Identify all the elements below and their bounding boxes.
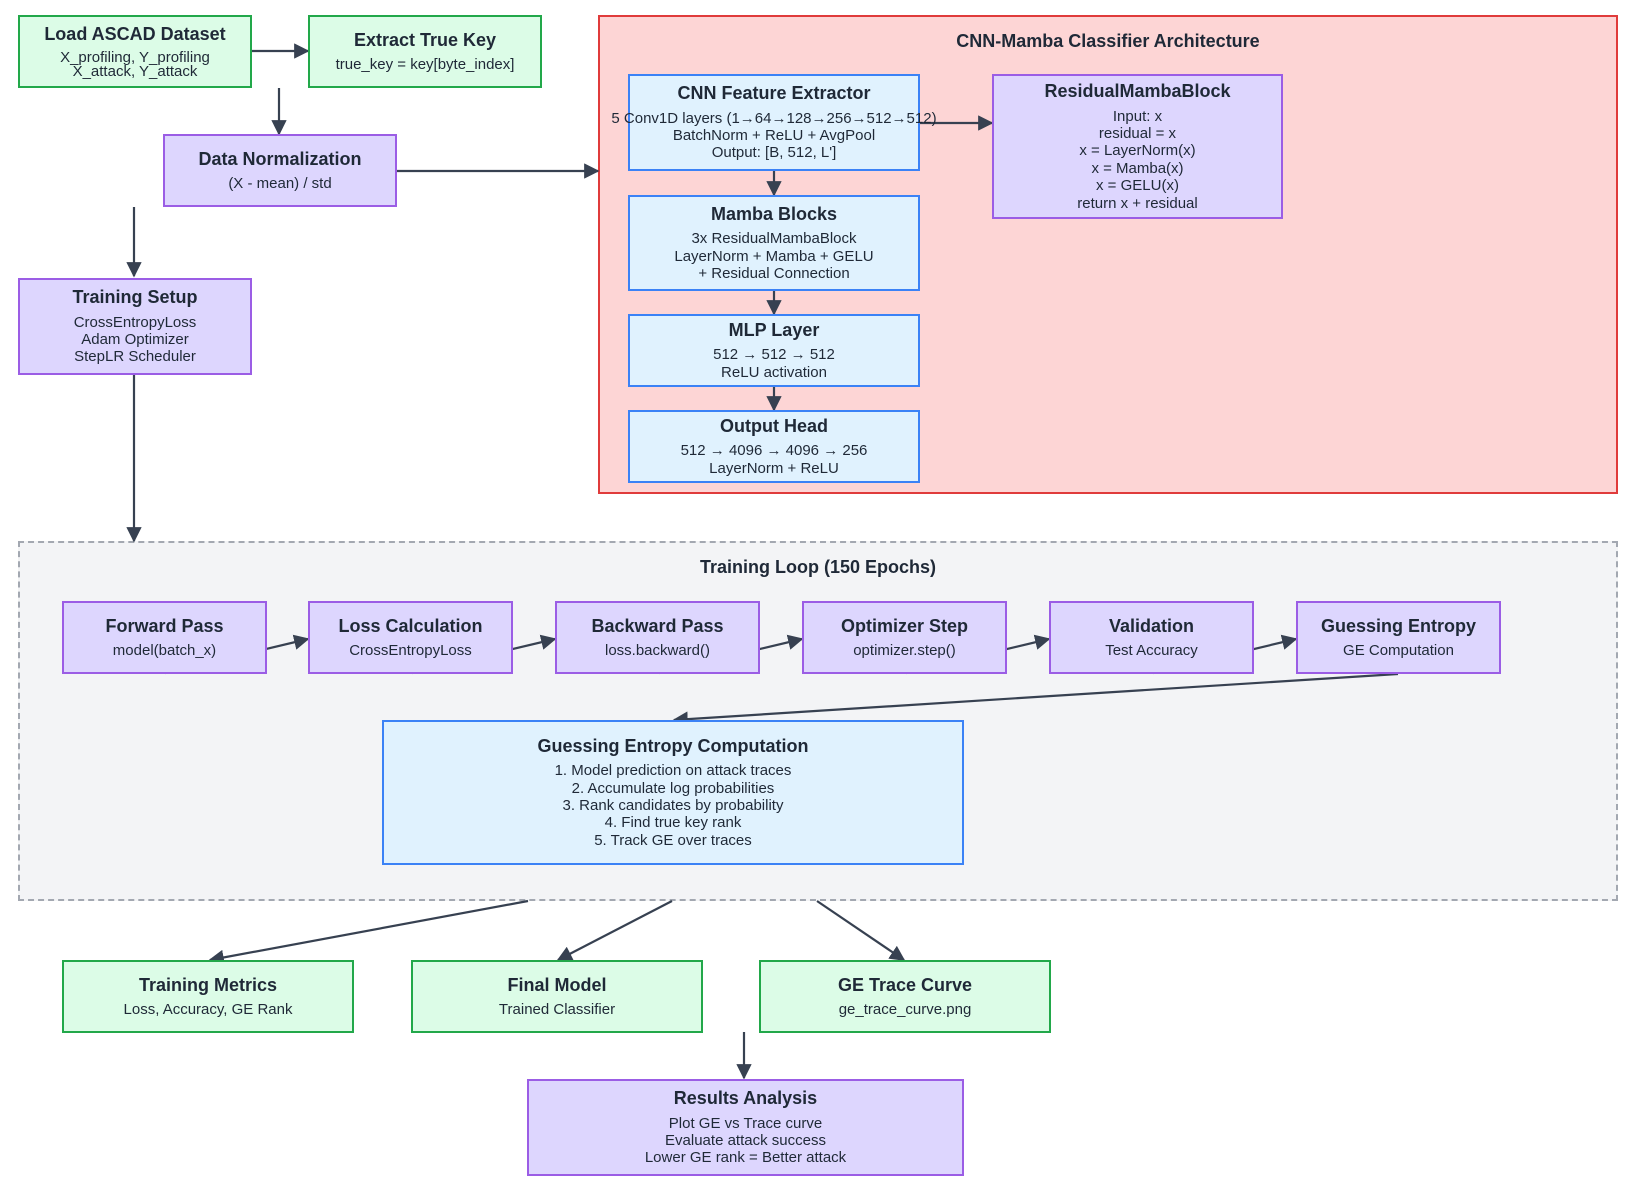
node-title: Data Normalization (198, 148, 362, 169)
node-title: Training Setup (72, 287, 198, 308)
extract-key-node[interactable]: Extract True Key true_key = key[byte_ind… (308, 15, 542, 88)
node-title: GE Trace Curve (837, 974, 973, 995)
node-title: Guessing Entropy (1320, 615, 1477, 636)
backward-pass-node[interactable]: Backward Pass loss.backward() (555, 601, 760, 674)
optimizer-step-node[interactable]: Optimizer Step optimizer.step() (802, 601, 1007, 674)
node-desc: true_key = key[byte_index] (335, 56, 515, 74)
node-title: Training Metrics (138, 974, 278, 995)
final-model-node[interactable]: Final Model Trained Classifier (411, 960, 703, 1033)
node-title: Output Head (720, 415, 828, 436)
node-title: Loss Calculation (338, 615, 483, 636)
results-analysis-node[interactable]: Results Analysis Plot GE vs Trace curve … (527, 1079, 964, 1176)
node-title: CNN Feature Extractor (677, 83, 871, 104)
ge-trace-curve-node[interactable]: GE Trace Curve ge_trace_curve.png (759, 960, 1051, 1033)
node-desc: X_profiling, Y_profiling X_attack, Y_att… (60, 48, 210, 80)
architecture-title: CNN-Mamba Classifier Architecture (956, 31, 1260, 51)
validation-node[interactable]: Validation Test Accuracy (1049, 601, 1254, 674)
node-desc: GE Computation (1343, 642, 1454, 660)
node-desc: (X - mean) / std (228, 175, 332, 193)
node-title: Results Analysis (673, 1088, 818, 1109)
load-dataset-node[interactable]: Load ASCAD Dataset X_profiling, Y_profil… (18, 15, 252, 88)
node-desc: Loss, Accuracy, GE Rank (123, 1001, 293, 1019)
forward-pass-node[interactable]: Forward Pass model(batch_x) (62, 601, 267, 674)
node-desc: Plot GE vs Trace curve Evaluate attack s… (644, 1114, 847, 1167)
node-desc: 512 → 4096 → 4096 → 256 LayerNorm + ReLU (680, 442, 868, 477)
node-desc: loss.backward() (604, 642, 711, 660)
node-desc: 3x ResidualMambaBlock LayerNorm + Mamba … (674, 230, 874, 282)
node-title: Optimizer Step (840, 615, 969, 636)
node-title: Forward Pass (105, 615, 224, 636)
edge-loop-metrics (208, 899, 529, 966)
output-head-node[interactable]: Output Head 512 → 4096 → 4096 → 256 Laye… (628, 410, 920, 483)
residual-mamba-block-node[interactable]: ResidualMambaBlock Input: x residual = x… (992, 74, 1283, 219)
node-desc: 1. Model prediction on attack traces 2. … (554, 762, 792, 849)
node-desc: 512 → 512 → 512 ReLU activation (713, 346, 835, 381)
node-title: Final Model (507, 974, 607, 995)
node-title: Extract True Key (353, 29, 497, 50)
mamba-blocks-node[interactable]: Mamba Blocks 3x ResidualMambaBlock Layer… (628, 195, 920, 291)
guessing-entropy-node[interactable]: Guessing Entropy GE Computation (1296, 601, 1501, 674)
node-desc: model(batch_x) (112, 642, 217, 660)
node-title: Load ASCAD Dataset (44, 23, 226, 44)
node-title: Validation (1108, 615, 1195, 636)
node-title: Backward Pass (591, 615, 724, 636)
node-title: MLP Layer (728, 319, 820, 340)
edge-ge-gecomp (672, 672, 1399, 727)
node-title: Guessing Entropy Computation (537, 735, 809, 756)
node-title: ResidualMambaBlock (1044, 81, 1231, 102)
node-desc: Test Accuracy (1105, 642, 1198, 660)
cnn-feature-extractor-node[interactable]: CNN Feature Extractor 5 Conv1D layers (1… (611, 74, 937, 171)
node-desc: CrossEntropyLoss (349, 642, 472, 660)
node-desc: ge_trace_curve.png (838, 1001, 972, 1019)
node-desc: 5 Conv1D layers (1→64→128→256→512→512) B… (611, 109, 937, 162)
node-desc: Input: x residual = x x = LayerNorm(x) x… (1077, 107, 1198, 212)
loss-calculation-node[interactable]: Loss Calculation CrossEntropyLoss (308, 601, 513, 674)
edge-loop-curve (816, 900, 906, 961)
training-loop-title: Training Loop (150 Epochs) (699, 557, 937, 577)
edge-loop-final (556, 900, 673, 961)
data-normalization-node[interactable]: Data Normalization (X - mean) / std (163, 134, 397, 207)
mlp-layer-node[interactable]: MLP Layer 512 → 512 → 512 ReLU activatio… (628, 314, 920, 387)
node-desc: Trained Classifier (498, 1001, 616, 1019)
node-desc: CrossEntropyLoss Adam Optimizer StepLR S… (73, 313, 197, 366)
node-title: Mamba Blocks (710, 203, 838, 224)
training-setup-node[interactable]: Training Setup CrossEntropyLoss Adam Opt… (18, 278, 252, 375)
guessing-entropy-computation-node[interactable]: Guessing Entropy Computation 1. Model pr… (382, 720, 964, 865)
node-desc: optimizer.step() (853, 642, 956, 660)
training-metrics-node[interactable]: Training Metrics Loss, Accuracy, GE Rank (62, 960, 354, 1033)
